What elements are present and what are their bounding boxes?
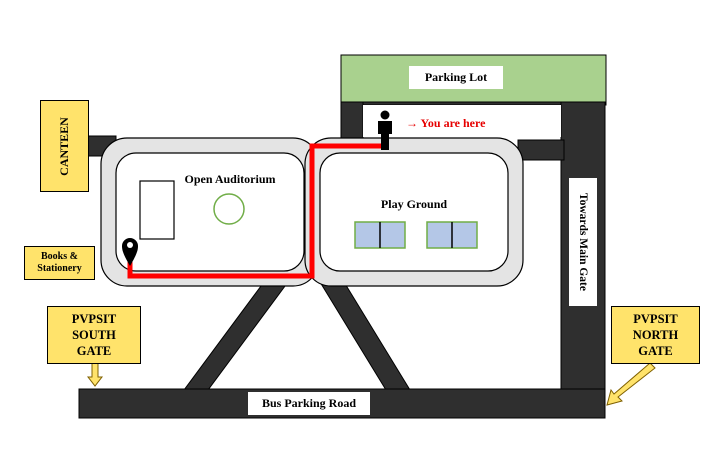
arrow-down-icon [86,361,104,387]
road-diagonal-right [319,281,411,391]
books-stationery-label: Books & Stationery [24,246,95,280]
canteen-text: CANTEEN [57,116,71,176]
route-path [127,143,382,279]
north-gate-label: PVPSIT NORTH GATE [611,306,700,364]
you-are-here-label: → You are here [406,115,486,130]
parking-lot-label: Parking Lot [409,66,503,89]
location-pin-icon [122,238,138,266]
stage [139,180,175,240]
open-auditorium-label: Open Auditorium [184,171,276,186]
road-east-connector [517,139,565,161]
you-are-here-strip [363,105,561,137]
canteen-label: CANTEEN [40,100,89,192]
road-diagonal-left [183,281,289,391]
person-icon [378,110,392,150]
bus-parking-road-label: Bus Parking Road [248,392,370,415]
towards-main-gate-label: Towards Main Gate [569,178,597,306]
play-ground-label: Play Ground [380,196,448,211]
auditorium-circle [213,193,245,225]
south-gate-label: PVPSIT SOUTH GATE [47,306,141,364]
arrow-down-left-icon [606,362,656,406]
towards-main-gate-text: Towards Main Gate [577,193,590,291]
